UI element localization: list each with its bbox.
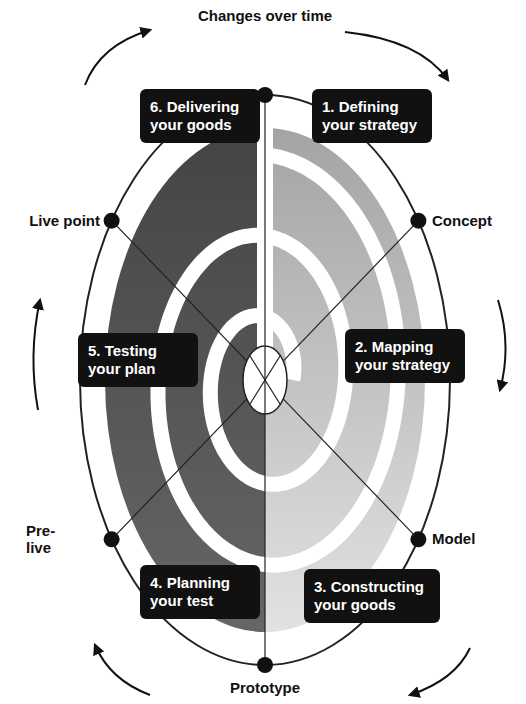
stage-box: 5. Testing your plan <box>78 333 198 387</box>
hub-cross <box>250 346 280 414</box>
stage-box: 2. Mapping your strategy <box>345 329 465 383</box>
cycle-label: Prototype <box>230 679 300 696</box>
cycle-arrows <box>33 30 505 695</box>
stage-dot <box>257 657 273 673</box>
stage-box: 3. Constructing your goods <box>304 569 440 623</box>
spoke-line <box>112 399 247 539</box>
stage-dot <box>410 531 426 547</box>
spoke-line <box>264 414 265 665</box>
cycle-label: Concept <box>432 212 492 229</box>
cycle-arrow <box>410 648 470 695</box>
stage-title: 2. Mapping your strategy <box>355 338 455 374</box>
stage-title: 3. Constructing your goods <box>314 578 430 614</box>
stage-dot <box>410 213 426 229</box>
cycle-arrow <box>95 645 150 695</box>
cycle-label: Live point <box>29 212 100 229</box>
cycle-arrow <box>85 30 150 85</box>
center-hub <box>243 346 287 414</box>
spoke-line <box>283 399 418 539</box>
stage-box: 1. Defining your strategy <box>312 89 432 143</box>
cycle-label: Changes over time <box>198 7 332 24</box>
cycle-label: Pre-live <box>26 522 62 557</box>
stage-title: 4. Planning your test <box>150 574 250 610</box>
spoke-line <box>264 95 265 346</box>
stage-box: 6. Delivering your goods <box>140 89 260 143</box>
hub-cross-line <box>264 346 265 414</box>
stage-title: 5. Testing your plan <box>88 342 188 378</box>
stage-box: 4. Planning your test <box>140 565 260 619</box>
cycle-arrow <box>33 300 40 410</box>
cycle-label: Model <box>432 530 475 547</box>
stage-title: 1. Defining your strategy <box>322 98 422 134</box>
stage-dot <box>104 531 120 547</box>
stage-title: 6. Delivering your goods <box>150 98 250 134</box>
cycle-arrow <box>498 300 506 390</box>
cycle-arrow <box>345 32 448 80</box>
stage-dot <box>104 213 120 229</box>
